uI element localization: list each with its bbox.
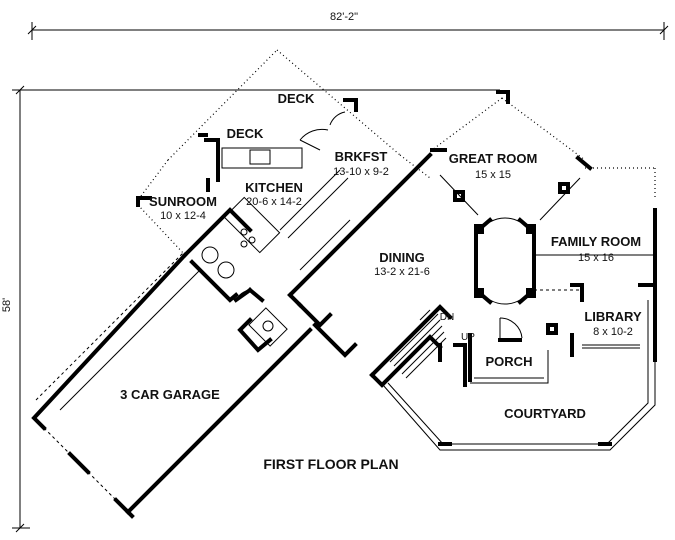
svg-text:LIBRARY: LIBRARY (584, 309, 642, 324)
sunroom-label: SUNROOM 10 x 12-4 (149, 194, 217, 222)
library-walls (546, 283, 657, 357)
deck-top-label: DECK (278, 91, 315, 106)
deck-left-label: DECK (227, 126, 264, 141)
svg-text:DECK: DECK (227, 126, 264, 141)
breakfast-label: BRKFST 13-10 x 9-2 (333, 149, 389, 178)
porch-walls (468, 317, 549, 384)
great-room-label: GREAT ROOM 15 x 15 (449, 151, 538, 181)
width-dimension-label: 82'-2" (330, 11, 358, 23)
svg-text:SUNROOM: SUNROOM (149, 194, 217, 209)
svg-text:DINING: DINING (379, 250, 425, 265)
courtyard-outline (382, 300, 656, 451)
svg-text:COURTYARD: COURTYARD (504, 406, 586, 421)
laundry-area (182, 207, 358, 358)
kitchen-size: 20-6 x 14-2 (246, 196, 302, 208)
great-room-size: 15 x 15 (475, 169, 511, 181)
porch-label: PORCH (486, 354, 533, 369)
svg-text:3 CAR GARAGE: 3 CAR GARAGE (120, 387, 220, 402)
stair-walls (369, 304, 467, 388)
kitchen-dining-partition (287, 202, 383, 308)
svg-text:DECK: DECK (278, 91, 315, 106)
svg-text:PORCH: PORCH (486, 354, 533, 369)
kitchen-label: KITCHEN 20-6 x 14-2 (245, 180, 303, 208)
dining-size: 13-2 x 21-6 (374, 266, 430, 278)
svg-text:FAMILY ROOM: FAMILY ROOM (551, 234, 641, 249)
great-room-windows (431, 97, 656, 200)
dining-label: DINING 13-2 x 21-6 (374, 250, 430, 278)
plan-title: FIRST FLOOR PLAN (263, 456, 398, 472)
sunroom-size: 10 x 12-4 (160, 210, 206, 222)
family-room-label: FAMILY ROOM 15 x 16 (551, 234, 641, 264)
width-dimension (27, 22, 669, 40)
breakfast-size: 13-10 x 9-2 (333, 166, 389, 178)
library-label: LIBRARY 8 x 10-2 (584, 309, 642, 338)
depth-dimension (12, 85, 500, 533)
garage-walls (31, 251, 313, 519)
svg-text:BRKFST: BRKFST (335, 149, 388, 164)
depth-dimension-label: 58' (1, 298, 13, 312)
stairs-down-label: DN (440, 312, 454, 323)
rear-walls (198, 90, 593, 208)
svg-text:KITCHEN: KITCHEN (245, 180, 303, 195)
garage-label: 3 CAR GARAGE (120, 387, 220, 402)
deck-railing (167, 49, 431, 179)
svg-text:GREAT ROOM: GREAT ROOM (449, 151, 538, 166)
family-room-size: 15 x 16 (578, 252, 614, 264)
kitchen-fixtures (221, 111, 349, 254)
sunroom-walls (136, 159, 220, 256)
courtyard-label: COURTYARD (504, 406, 586, 421)
library-size: 8 x 10-2 (593, 326, 633, 338)
stairs-up-label: UP (461, 332, 475, 343)
